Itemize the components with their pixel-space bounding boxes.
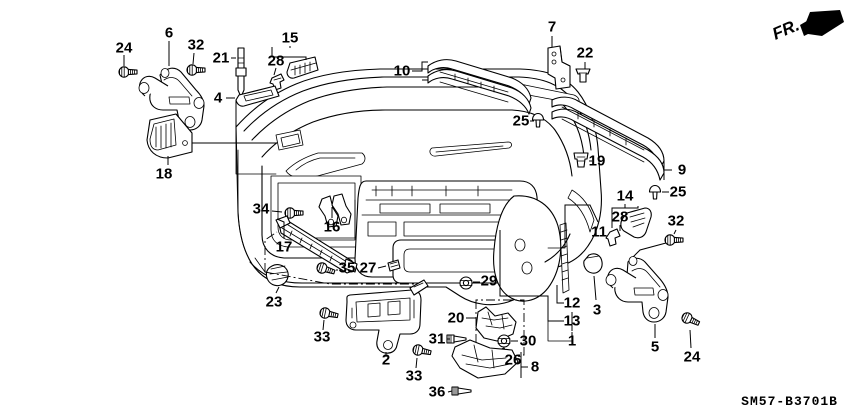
part-25-bolt-upper — [531, 112, 545, 128]
part-2-console-bracket — [345, 279, 429, 354]
part-16-clip-brackets — [318, 193, 352, 228]
part-36-screw — [451, 386, 472, 396]
callout-3: 3 — [592, 301, 602, 319]
part-3-cap — [583, 253, 603, 274]
callout-36: 36 — [428, 383, 446, 401]
part-14-28-group — [605, 207, 652, 247]
part-7-bracket — [547, 45, 571, 90]
part-24-bolt-bottom — [679, 310, 702, 329]
callout-9: 9 — [677, 161, 687, 179]
callout-19: 19 — [588, 152, 606, 170]
callout-15: 15 — [281, 29, 299, 47]
callout-23: 23 — [265, 293, 283, 311]
callout-18: 18 — [155, 165, 173, 183]
part-15-grille — [286, 56, 319, 79]
part-23-grommet — [265, 264, 289, 287]
callout-4: 4 — [213, 89, 223, 107]
callout-32: 32 — [667, 212, 685, 230]
part-28-clip-right — [605, 228, 621, 247]
callout-21: 21 — [212, 49, 230, 67]
callout-16: 16 — [323, 218, 341, 236]
part-14-bracket-right — [620, 207, 652, 239]
part-5-bracket — [605, 256, 669, 323]
callout-10: 10 — [393, 62, 411, 80]
part-20-lower-trim — [475, 306, 517, 342]
part-21-stud — [235, 47, 247, 98]
callout-25: 25 — [669, 183, 687, 201]
callout-6: 6 — [164, 24, 174, 42]
part-31-screw — [446, 334, 467, 344]
callout-26: 26 — [504, 351, 522, 369]
callout-5: 5 — [650, 338, 660, 356]
callout-20: 20 — [447, 309, 465, 327]
callout-28: 28 — [267, 52, 285, 70]
part-24-bolt-top — [118, 66, 138, 78]
callout-13: 13 — [563, 312, 581, 330]
part-27-clip — [387, 259, 401, 272]
part-22-clip — [575, 68, 591, 83]
fr-direction-arrow — [800, 10, 844, 36]
callout-24: 24 — [115, 39, 133, 57]
part-32-bolt-right — [664, 234, 684, 246]
callout-24: 24 — [683, 348, 701, 366]
callout-22: 22 — [576, 44, 594, 62]
callout-11: 11 — [591, 223, 607, 241]
part-32-bolt-top — [186, 64, 206, 76]
callout-35: 35 — [338, 259, 356, 277]
part-29-nut — [459, 276, 473, 290]
instrument-panel-main-body — [235, 68, 602, 306]
callout-8: 8 — [530, 358, 540, 376]
part-number-stamp: SM57-B3701B — [741, 394, 838, 409]
callout-33: 33 — [405, 367, 423, 385]
part-19-grommet — [573, 152, 589, 168]
part-8-lower-trim-strip — [451, 339, 519, 379]
callout-12: 12 — [563, 294, 581, 312]
callout-7: 7 — [547, 18, 557, 36]
part-10-defroster-grille-left — [427, 59, 532, 115]
part-25-bolt-lower — [648, 184, 662, 200]
callout-27: 27 — [359, 259, 377, 277]
callout-31: 31 — [428, 330, 446, 348]
callout-28: 28 — [611, 208, 629, 226]
callout-14: 14 — [616, 187, 634, 205]
callout-17: 17 — [275, 238, 293, 256]
part-33-bolt-left — [318, 306, 340, 322]
part-30-clip-nut — [497, 334, 511, 348]
callout-32: 32 — [187, 36, 205, 54]
part-28-clip-top — [269, 73, 285, 91]
callout-29: 29 — [480, 272, 498, 290]
callout-1: 1 — [567, 332, 577, 350]
part-9-defroster-grille-right — [551, 96, 665, 181]
callout-30: 30 — [519, 332, 537, 350]
callout-2: 2 — [381, 351, 391, 369]
callout-33: 33 — [313, 328, 331, 346]
callout-34: 34 — [252, 200, 270, 218]
part-6-bracket — [138, 67, 205, 131]
callout-25: 25 — [512, 112, 530, 130]
